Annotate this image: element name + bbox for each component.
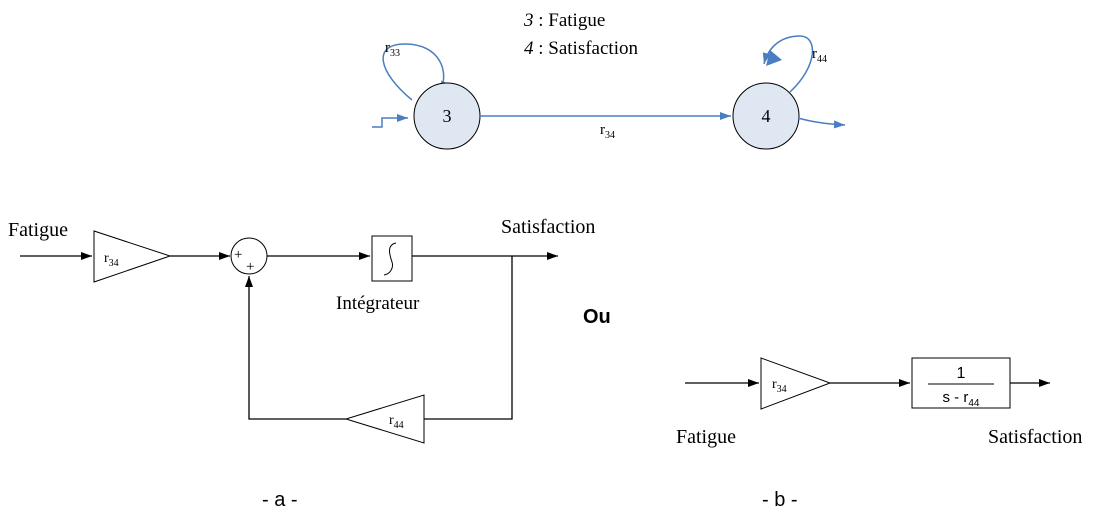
legend: 3 : Fatigue 4 : Satisfaction [523, 10, 638, 59]
legend-item-satisfaction: 4 : Satisfaction [524, 38, 638, 59]
edge-label-r34: r34 [600, 122, 615, 141]
tf-numerator: 1 [957, 365, 966, 382]
diagram-a-output-label: Satisfaction [501, 216, 595, 238]
input-arrow-node3 [372, 114, 408, 128]
diagram-a-gain-forward-label: r34 [104, 251, 119, 269]
self-loop-node3 [382, 43, 449, 101]
diagram-a-integrator-label: Intégrateur [336, 293, 420, 314]
output-arrow-node4 [797, 117, 846, 129]
diagram-b-caption: - b - [762, 489, 798, 511]
loop-label-r33: r33 [385, 40, 400, 59]
diagram-a-input-label: Fatigue [8, 219, 68, 241]
diagram-b-input-label: Fatigue [676, 426, 736, 448]
or-label: Ou [583, 306, 611, 328]
state-node-3-label: 3 [443, 106, 452, 126]
diagram-b-gain [760, 357, 832, 410]
state-graph: r33 3 r34 4 r44 [372, 35, 846, 150]
block-diagram-a: Fatigue r34 + + Intégrateur Satisfaction… [8, 216, 595, 511]
diagram-b-gain-label: r34 [772, 377, 787, 395]
diagram-a-feedback-line-in [245, 276, 346, 420]
diagram-a-caption: - a - [262, 489, 298, 511]
state-node-4-label: 4 [762, 106, 771, 126]
self-loop-node4 [762, 35, 814, 93]
integral-symbol-icon [383, 242, 397, 276]
sum-sign-left: + [234, 247, 242, 263]
diagram-b-output-label: Satisfaction [988, 426, 1082, 448]
diagram-a-gain-forward [93, 230, 172, 283]
diagram-a-integrator-block [371, 235, 413, 282]
diagram-a-feedback-line-out [424, 256, 513, 420]
diagram-a-gain-feedback [344, 394, 425, 444]
diagram-b-transfer-function-block [911, 357, 1011, 409]
loop-label-r44: r44 [812, 46, 827, 65]
block-diagram-b: Fatigue r34 1 s - r44 Satisfaction - b - [676, 357, 1082, 511]
self-loop-node4-head [766, 50, 782, 66]
sum-sign-bottom: + [246, 259, 254, 275]
diagram-a-gain-feedback-label: r44 [389, 413, 404, 431]
legend-item-fatigue: 3 : Fatigue [523, 10, 605, 31]
tf-denominator: s - r44 [943, 389, 980, 409]
state-node-4 [732, 82, 800, 150]
